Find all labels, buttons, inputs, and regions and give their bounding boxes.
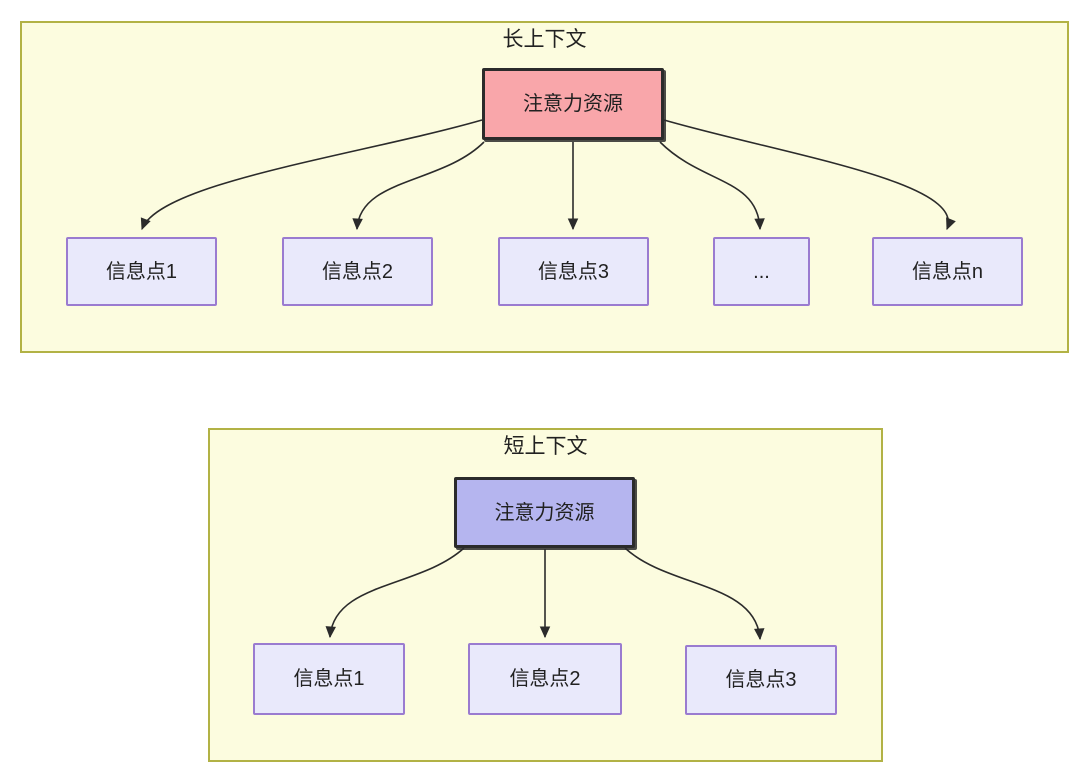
- attention-node-short-label: 注意力资源: [494, 501, 595, 524]
- info-node-label: 信息点1: [293, 668, 365, 690]
- info-node-label: 信息点1: [105, 260, 178, 283]
- info-node-long-dots: ...: [713, 237, 810, 306]
- long-context-title: 长上下文: [502, 28, 587, 51]
- attention-node-long: 注意力资源: [482, 68, 664, 140]
- info-node-short-3: 信息点3: [685, 645, 837, 715]
- info-node-short-1: 信息点1: [253, 643, 405, 715]
- info-node-label: 信息点3: [725, 669, 797, 691]
- info-node-long-2: 信息点2: [282, 237, 433, 306]
- info-node-label: ...: [753, 260, 770, 283]
- info-node-label: 信息点2: [321, 260, 394, 283]
- info-node-long-1: 信息点1: [66, 237, 217, 306]
- info-node-long-3: 信息点3: [498, 237, 649, 306]
- info-node-short-2: 信息点2: [468, 643, 622, 715]
- info-node-label: 信息点n: [911, 260, 984, 283]
- info-node-label: 信息点2: [509, 668, 581, 690]
- attention-node-short: 注意力资源: [454, 477, 635, 548]
- short-context-title: 短上下文: [503, 435, 588, 458]
- attention-node-long-label: 注意力资源: [523, 93, 623, 115]
- info-node-label: 信息点3: [537, 260, 610, 283]
- info-node-long-n: 信息点n: [872, 237, 1023, 306]
